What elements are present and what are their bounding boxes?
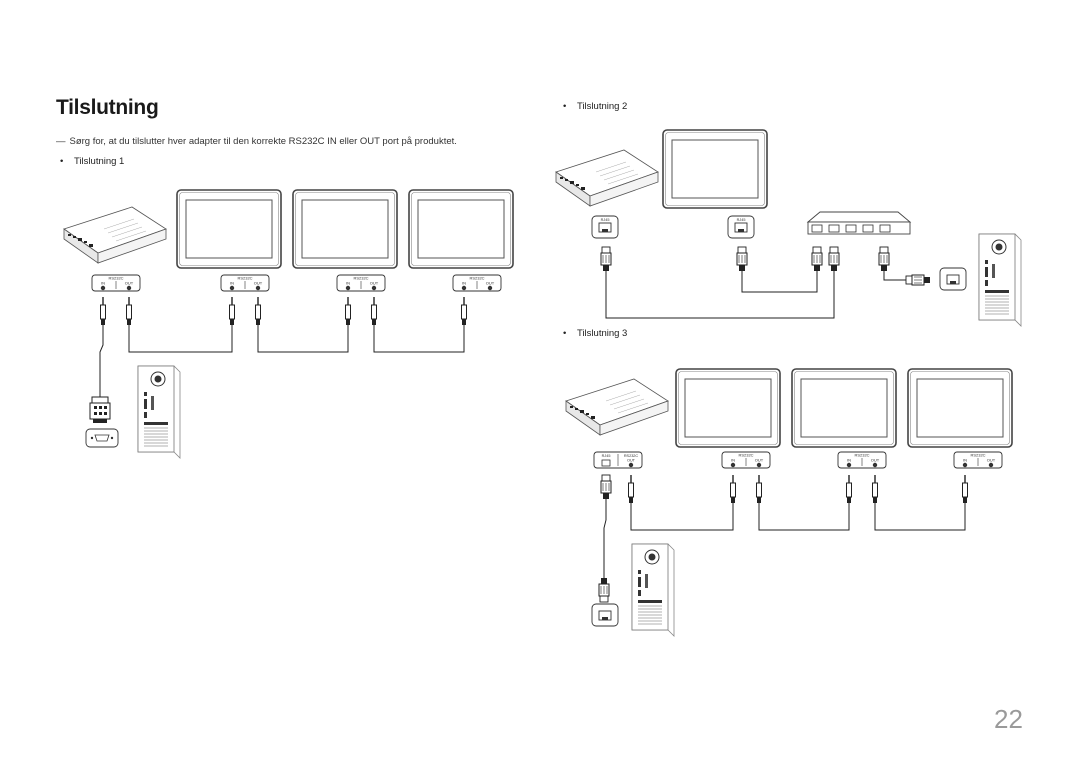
stereo-jack-icon xyxy=(344,296,352,326)
rj45-plug-icon xyxy=(811,246,823,272)
rj45-label: RJ45 xyxy=(602,454,611,458)
display xyxy=(662,129,768,209)
display-2 xyxy=(791,368,897,448)
media-player xyxy=(565,378,669,436)
page-number: 22 xyxy=(994,704,1023,734)
pc-tower xyxy=(137,365,181,459)
rs232c-label: RS232C xyxy=(970,453,985,458)
media-player xyxy=(63,206,167,264)
out-label: OUT xyxy=(254,281,263,286)
note-text: Sørg for, at du tilslutter hver adapter … xyxy=(69,136,457,147)
pc-tower xyxy=(978,233,1022,327)
diagram-tilslutning-2: RJ45 RJ45 xyxy=(555,129,1022,327)
rs232c-port-box: RS232C IN OUT xyxy=(220,274,270,292)
out-label: OUT xyxy=(755,458,764,463)
rj45-label: RJ45 xyxy=(737,218,746,222)
out-label: OUT xyxy=(871,458,880,463)
stereo-jack-icon xyxy=(845,474,853,504)
in-label: IN xyxy=(230,281,234,286)
rj45-plug-icon xyxy=(600,474,612,500)
rj45-port-box xyxy=(939,267,967,291)
page-title: Tilslutning xyxy=(56,96,159,119)
rs232c-port-box: RS232C IN OUT xyxy=(953,451,1003,469)
diagram-tilslutning-1: RS232C IN OUT RS232C IN OUT RS232C IN OU… xyxy=(63,189,514,459)
display-3 xyxy=(408,189,514,269)
note-marker: ― xyxy=(56,136,66,147)
diagram-tilslutning-3: RJ45 RS232C OUT RS232C IN OUT RS232C IN … xyxy=(565,368,1013,637)
rs232c-label: RS232C xyxy=(469,276,484,281)
display-2 xyxy=(292,189,398,269)
rj45-port-box: RJ45 xyxy=(727,215,755,239)
rj45-plug-icon xyxy=(828,246,840,272)
rs232c-label: RS232C xyxy=(108,276,123,281)
in-label: IN xyxy=(963,458,967,463)
stereo-jack-icon xyxy=(755,474,763,504)
network-switch-icon xyxy=(806,211,912,235)
out-label: OUT xyxy=(987,458,996,463)
section-label-2: • Tilslutning 2 xyxy=(563,101,627,112)
in-label: IN xyxy=(731,458,735,463)
dsub-port-box xyxy=(85,428,119,448)
display-3 xyxy=(907,368,1013,448)
in-label: IN xyxy=(462,281,466,286)
rj45-plug-icon xyxy=(878,246,890,272)
rj45-port-box xyxy=(591,603,619,627)
bullet-icon: • xyxy=(563,101,567,112)
rj45-rs232c-port-box: RJ45 RS232C OUT xyxy=(593,451,643,469)
rs232c-port-box: RS232C IN OUT xyxy=(91,274,141,292)
rs232c-port-box: RS232C IN OUT xyxy=(336,274,386,292)
media-player xyxy=(555,149,659,207)
display-1 xyxy=(675,368,781,448)
section-label-3: • Tilslutning 3 xyxy=(563,328,627,339)
out-label: OUT xyxy=(627,459,636,463)
rj45-label: RJ45 xyxy=(601,218,610,222)
stereo-jack-icon xyxy=(125,296,133,326)
rs232c-port-box: RS232C IN OUT xyxy=(837,451,887,469)
rs232c-label: RS232C xyxy=(353,276,368,281)
rj45-plug-icon xyxy=(598,577,610,603)
stereo-jack-icon xyxy=(460,296,468,326)
rs232c-label: RS232C xyxy=(738,453,753,458)
bullet-icon: • xyxy=(60,156,64,167)
stereo-jack-icon xyxy=(961,474,969,504)
rs232c-port-box: RS232C IN OUT xyxy=(452,274,502,292)
in-label: IN xyxy=(847,458,851,463)
rs232c-label: RS232C xyxy=(624,454,639,458)
in-label: IN xyxy=(101,281,105,286)
in-label: IN xyxy=(346,281,350,286)
rs232c-label: RS232C xyxy=(237,276,252,281)
bullet-icon: • xyxy=(563,328,567,339)
note: ―Sørg for, at du tilslutter hver adapter… xyxy=(56,136,457,147)
stereo-jack-icon xyxy=(99,296,107,326)
pc-tower xyxy=(631,543,675,637)
stereo-jack-icon xyxy=(871,474,879,504)
rs232c-label: RS232C xyxy=(854,453,869,458)
rj45-plug-icon xyxy=(600,246,612,272)
section-3-label: Tilslutning 3 xyxy=(577,328,628,339)
stereo-jack-icon xyxy=(254,296,262,326)
out-label: OUT xyxy=(486,281,495,286)
rj45-plug-icon xyxy=(736,246,748,272)
section-1-label: Tilslutning 1 xyxy=(74,156,125,167)
rj45-plug-icon xyxy=(905,274,931,286)
stereo-jack-icon xyxy=(228,296,236,326)
rs232c-port-box: RS232C IN OUT xyxy=(721,451,771,469)
dsub-connector-icon xyxy=(89,396,111,423)
stereo-jack-icon xyxy=(370,296,378,326)
rj45-port-box: RJ45 xyxy=(591,215,619,239)
stereo-jack-icon xyxy=(627,474,635,504)
section-2-label: Tilslutning 2 xyxy=(577,101,628,112)
section-label-1: • Tilslutning 1 xyxy=(60,156,124,167)
out-label: OUT xyxy=(370,281,379,286)
out-label: OUT xyxy=(125,281,134,286)
display-1 xyxy=(176,189,282,269)
stereo-jack-icon xyxy=(729,474,737,504)
